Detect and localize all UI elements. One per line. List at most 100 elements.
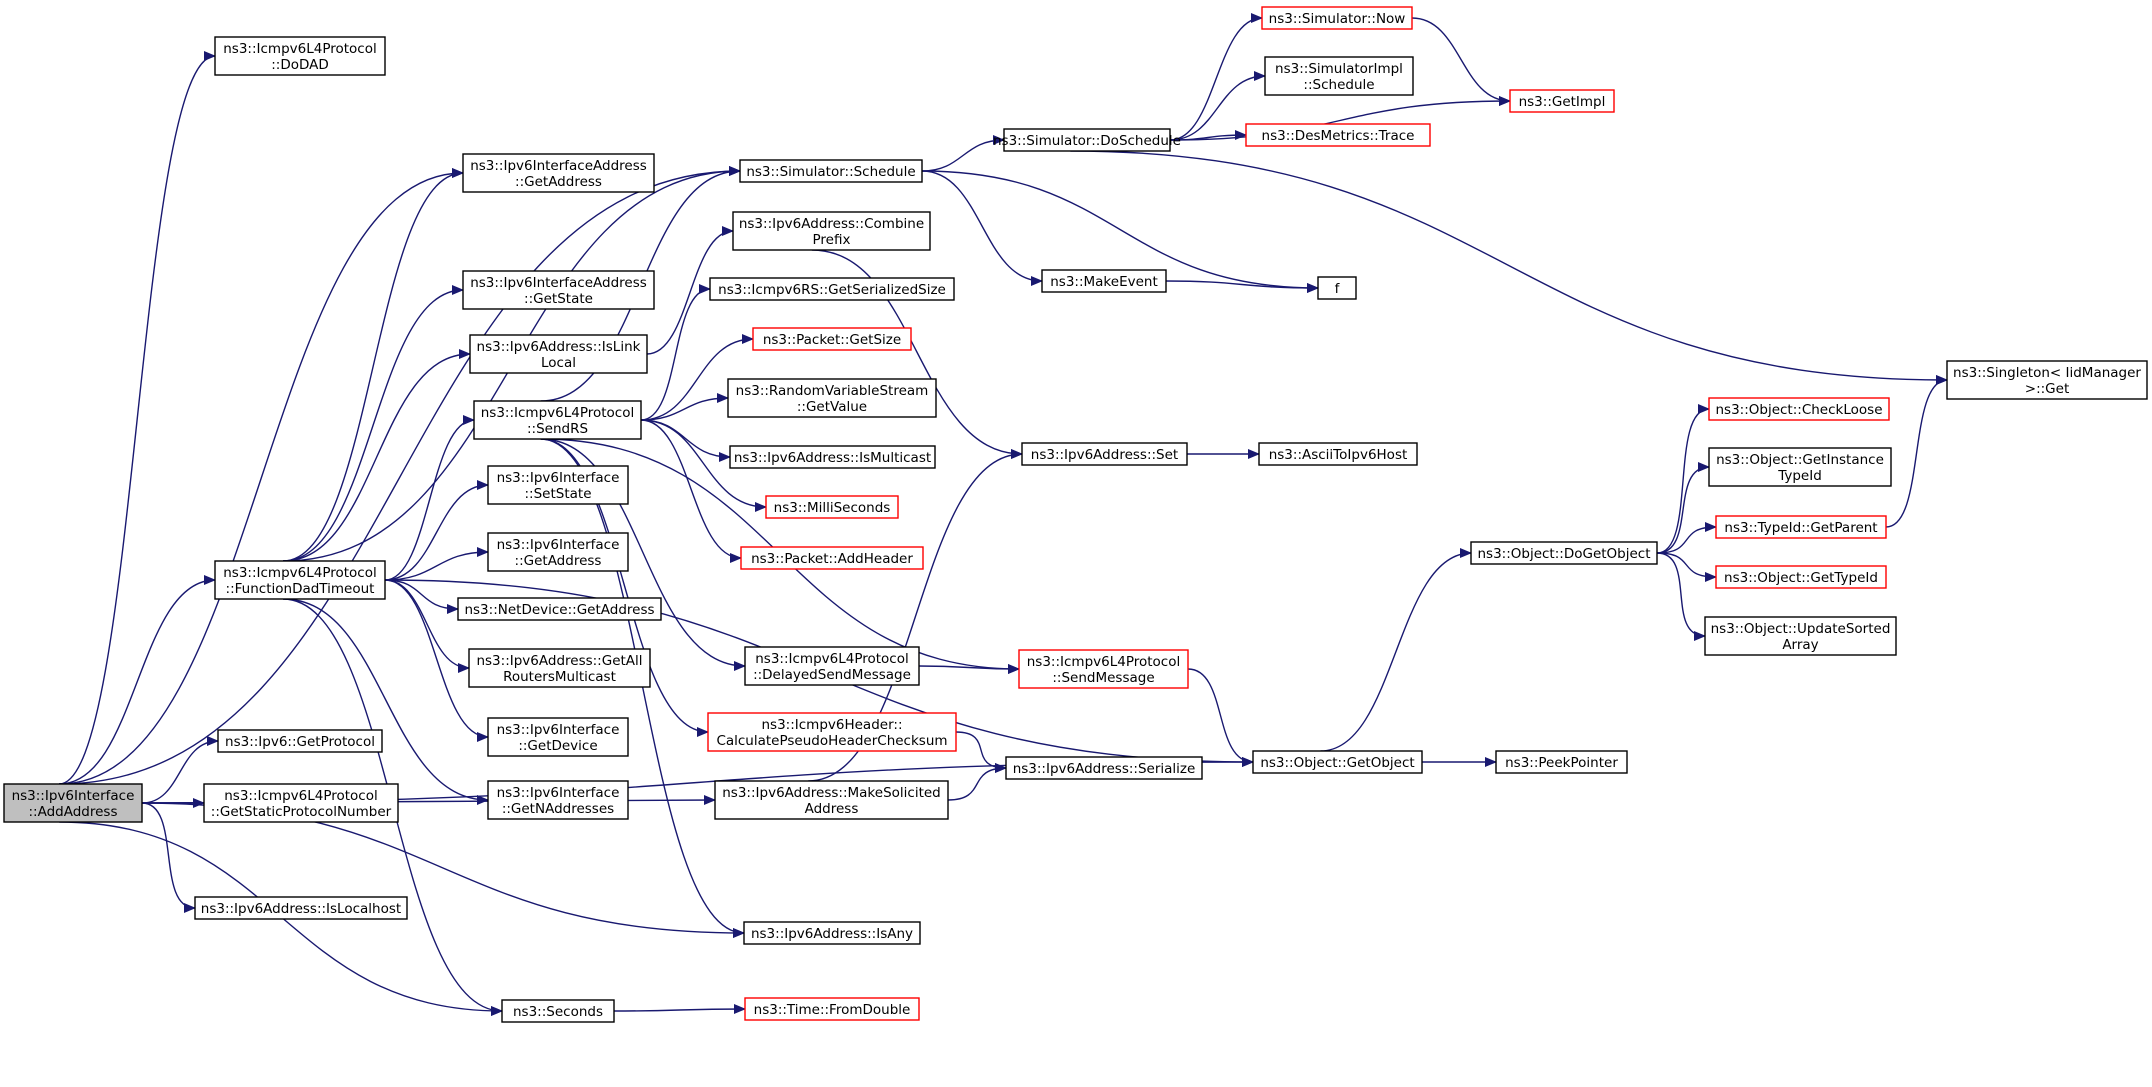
node-rvs[interactable]: ns3::RandomVariableStream::GetValue (727, 378, 937, 418)
node-label: Local (541, 355, 576, 371)
node-box (1509, 89, 1615, 113)
node-label: ::GetDevice (518, 738, 597, 754)
node-getobject[interactable]: ns3::Object::GetObject (1252, 750, 1423, 774)
node-gspn[interactable]: ns3::Icmpv6L4Protocol::GetStaticProtocol… (203, 783, 399, 823)
edge-schedule-to-doschedule (921, 135, 1005, 172)
node-label: ns3::Icmpv6L4Protocol (481, 405, 635, 421)
node-desmetrics[interactable]: ns3::DesMetrics::Trace (1245, 123, 1431, 147)
edge-fdt-to-getnaddr (282, 598, 489, 805)
node-label: ns3::Ipv6Address::GetAll (476, 653, 642, 669)
edge-root-to-fdt (59, 575, 216, 785)
edge-fdt-to-allrouters (384, 579, 470, 673)
node-label: ns3::SimulatorImpl (1275, 61, 1403, 77)
edge-fdt-to-getdevice (384, 579, 489, 742)
node-ifga[interactable]: ns3::Ipv6Interface::GetAddress (487, 532, 629, 572)
node-box (1317, 276, 1357, 300)
node-doschedule[interactable]: ns3::Simulator::DoSchedule (993, 128, 1181, 152)
node-sendrs[interactable]: ns3::Icmpv6L4Protocol::SendRS (473, 400, 642, 440)
node-label: ns3::Ipv6Interface (497, 537, 620, 553)
node-label: ::SetState (525, 486, 592, 502)
node-dogetobject[interactable]: ns3::Object::DoGetObject (1470, 541, 1658, 565)
node-gettypeid[interactable]: ns3::Object::GetTypeId (1715, 565, 1887, 589)
node-getimpl[interactable]: ns3::GetImpl (1509, 89, 1615, 113)
node-isany[interactable]: ns3::Ipv6Address::IsAny (743, 921, 921, 945)
node-checkloose[interactable]: ns3::Object::CheckLoose (1708, 397, 1890, 421)
node-getdevice[interactable]: ns3::Ipv6Interface::GetDevice (487, 717, 629, 757)
node-makeevent[interactable]: ns3::MakeEvent (1041, 269, 1167, 293)
node-box (1041, 269, 1167, 293)
node-root[interactable]: ns3::Ipv6Interface::AddAddress (3, 783, 143, 823)
node-dodad[interactable]: ns3::Icmpv6L4Protocol::DoDAD (214, 36, 386, 76)
node-label: f (1335, 281, 1341, 297)
node-label: ns3::RandomVariableStream (736, 383, 929, 399)
node-pseudo[interactable]: ns3::Icmpv6Header::CalculatePseudoHeader… (707, 712, 957, 752)
node-fromdouble[interactable]: ns3::Time::FromDouble (744, 997, 920, 1021)
node-label: ::FunctionDadTimeout (226, 581, 375, 597)
node-addheader[interactable]: ns3::Packet::AddHeader (740, 546, 924, 570)
node-ndga[interactable]: ns3::NetDevice::GetAddress (457, 597, 662, 621)
edge-pseudo-to-serialize (955, 731, 1007, 773)
node-box (1495, 750, 1628, 774)
node-getnaddr[interactable]: ns3::Ipv6Interface::GetNAddresses (487, 780, 629, 820)
node-singleton[interactable]: ns3::Singleton< IidManager >::Get (1946, 360, 2148, 400)
node-ias[interactable]: ns3::Ipv6InterfaceAddress::GetState (462, 270, 655, 310)
node-label: >::Get (2025, 381, 2069, 397)
node-label: Address (805, 801, 859, 817)
node-label: ns3::Object::GetObject (1260, 755, 1414, 771)
node-box (1470, 541, 1658, 565)
node-iag[interactable]: ns3::Ipv6InterfaceAddress::GetAddress (462, 153, 655, 193)
node-box (194, 896, 408, 920)
node-box (739, 159, 923, 183)
node-getproto[interactable]: ns3::Ipv6::GetProtocol (217, 729, 383, 753)
node-label: ns3::Ipv6InterfaceAddress (470, 158, 647, 174)
node-label: ns3::NetDevice::GetAddress (464, 602, 654, 618)
node-f[interactable]: f (1317, 276, 1357, 300)
node-box (487, 780, 629, 820)
edge-root-to-schedule (59, 166, 741, 785)
edge-dogetobject-to-gettypeid (1656, 552, 1717, 582)
node-label: ::AddAddress (29, 804, 118, 820)
node-simnow[interactable]: ns3::Simulator::Now (1261, 6, 1413, 30)
node-label: ns3::Packet::AddHeader (751, 551, 913, 567)
node-peek[interactable]: ns3::PeekPointer (1495, 750, 1628, 774)
node-schedule[interactable]: ns3::Simulator::Schedule (739, 159, 923, 183)
node-delayed[interactable]: ns3::Icmpv6L4Protocol::DelayedSendMessag… (744, 646, 920, 686)
node-ascii[interactable]: ns3::AsciiToIpv6Host (1258, 442, 1418, 466)
node-label: ns3::Ipv6Address::IsMulticast (734, 450, 931, 466)
node-sendmsg[interactable]: ns3::Icmpv6L4Protocol::SendMessage (1018, 649, 1189, 689)
edge-fdt-to-sendrs (384, 415, 475, 581)
node-serialize[interactable]: ns3::Ipv6Address::Serialize (1005, 756, 1203, 780)
edge-sendrs-to-addheader (640, 419, 742, 563)
node-islocalhost[interactable]: ns3::Ipv6Address::IsLocalhost (194, 896, 408, 920)
node-label: Array (1782, 637, 1818, 653)
node-pktsize[interactable]: ns3::Packet::GetSize (752, 327, 912, 351)
node-getparent[interactable]: ns3::TypeId::GetParent (1715, 515, 1887, 539)
node-rssize[interactable]: ns3::Icmpv6RS::GetSerializedSize (709, 277, 955, 301)
node-fdt[interactable]: ns3::Icmpv6L4Protocol::FunctionDadTimeou… (214, 560, 386, 600)
node-box (743, 921, 921, 945)
node-milli[interactable]: ns3::MilliSeconds (765, 495, 899, 519)
edge-sendrs-to-ismulti (640, 419, 731, 462)
edge-schedule-to-f (921, 170, 1319, 293)
node-label: ns3::Icmpv6Header:: (762, 717, 903, 733)
node-ismulti[interactable]: ns3::Ipv6Address::IsMulticast (729, 445, 936, 469)
edge-fdt-to-ifga (384, 547, 489, 581)
edge-fdt-to-setstate (384, 480, 489, 581)
node-setstate[interactable]: ns3::Ipv6Interface::SetState (487, 465, 629, 505)
node-seconds[interactable]: ns3::Seconds (501, 999, 615, 1023)
node-ipset[interactable]: ns3::Ipv6Address::Set (1021, 442, 1188, 466)
edge-simnow-to-getimpl (1411, 17, 1511, 106)
node-box (1252, 750, 1423, 774)
edge-sendrs-to-milli (640, 419, 767, 512)
node-box (487, 532, 629, 572)
node-simimpl[interactable]: ns3::SimulatorImpl::Schedule (1264, 56, 1414, 96)
node-label: ns3::Ipv6Address::IsAny (751, 926, 913, 942)
edge-delayed-to-sendmsg (918, 663, 1020, 674)
